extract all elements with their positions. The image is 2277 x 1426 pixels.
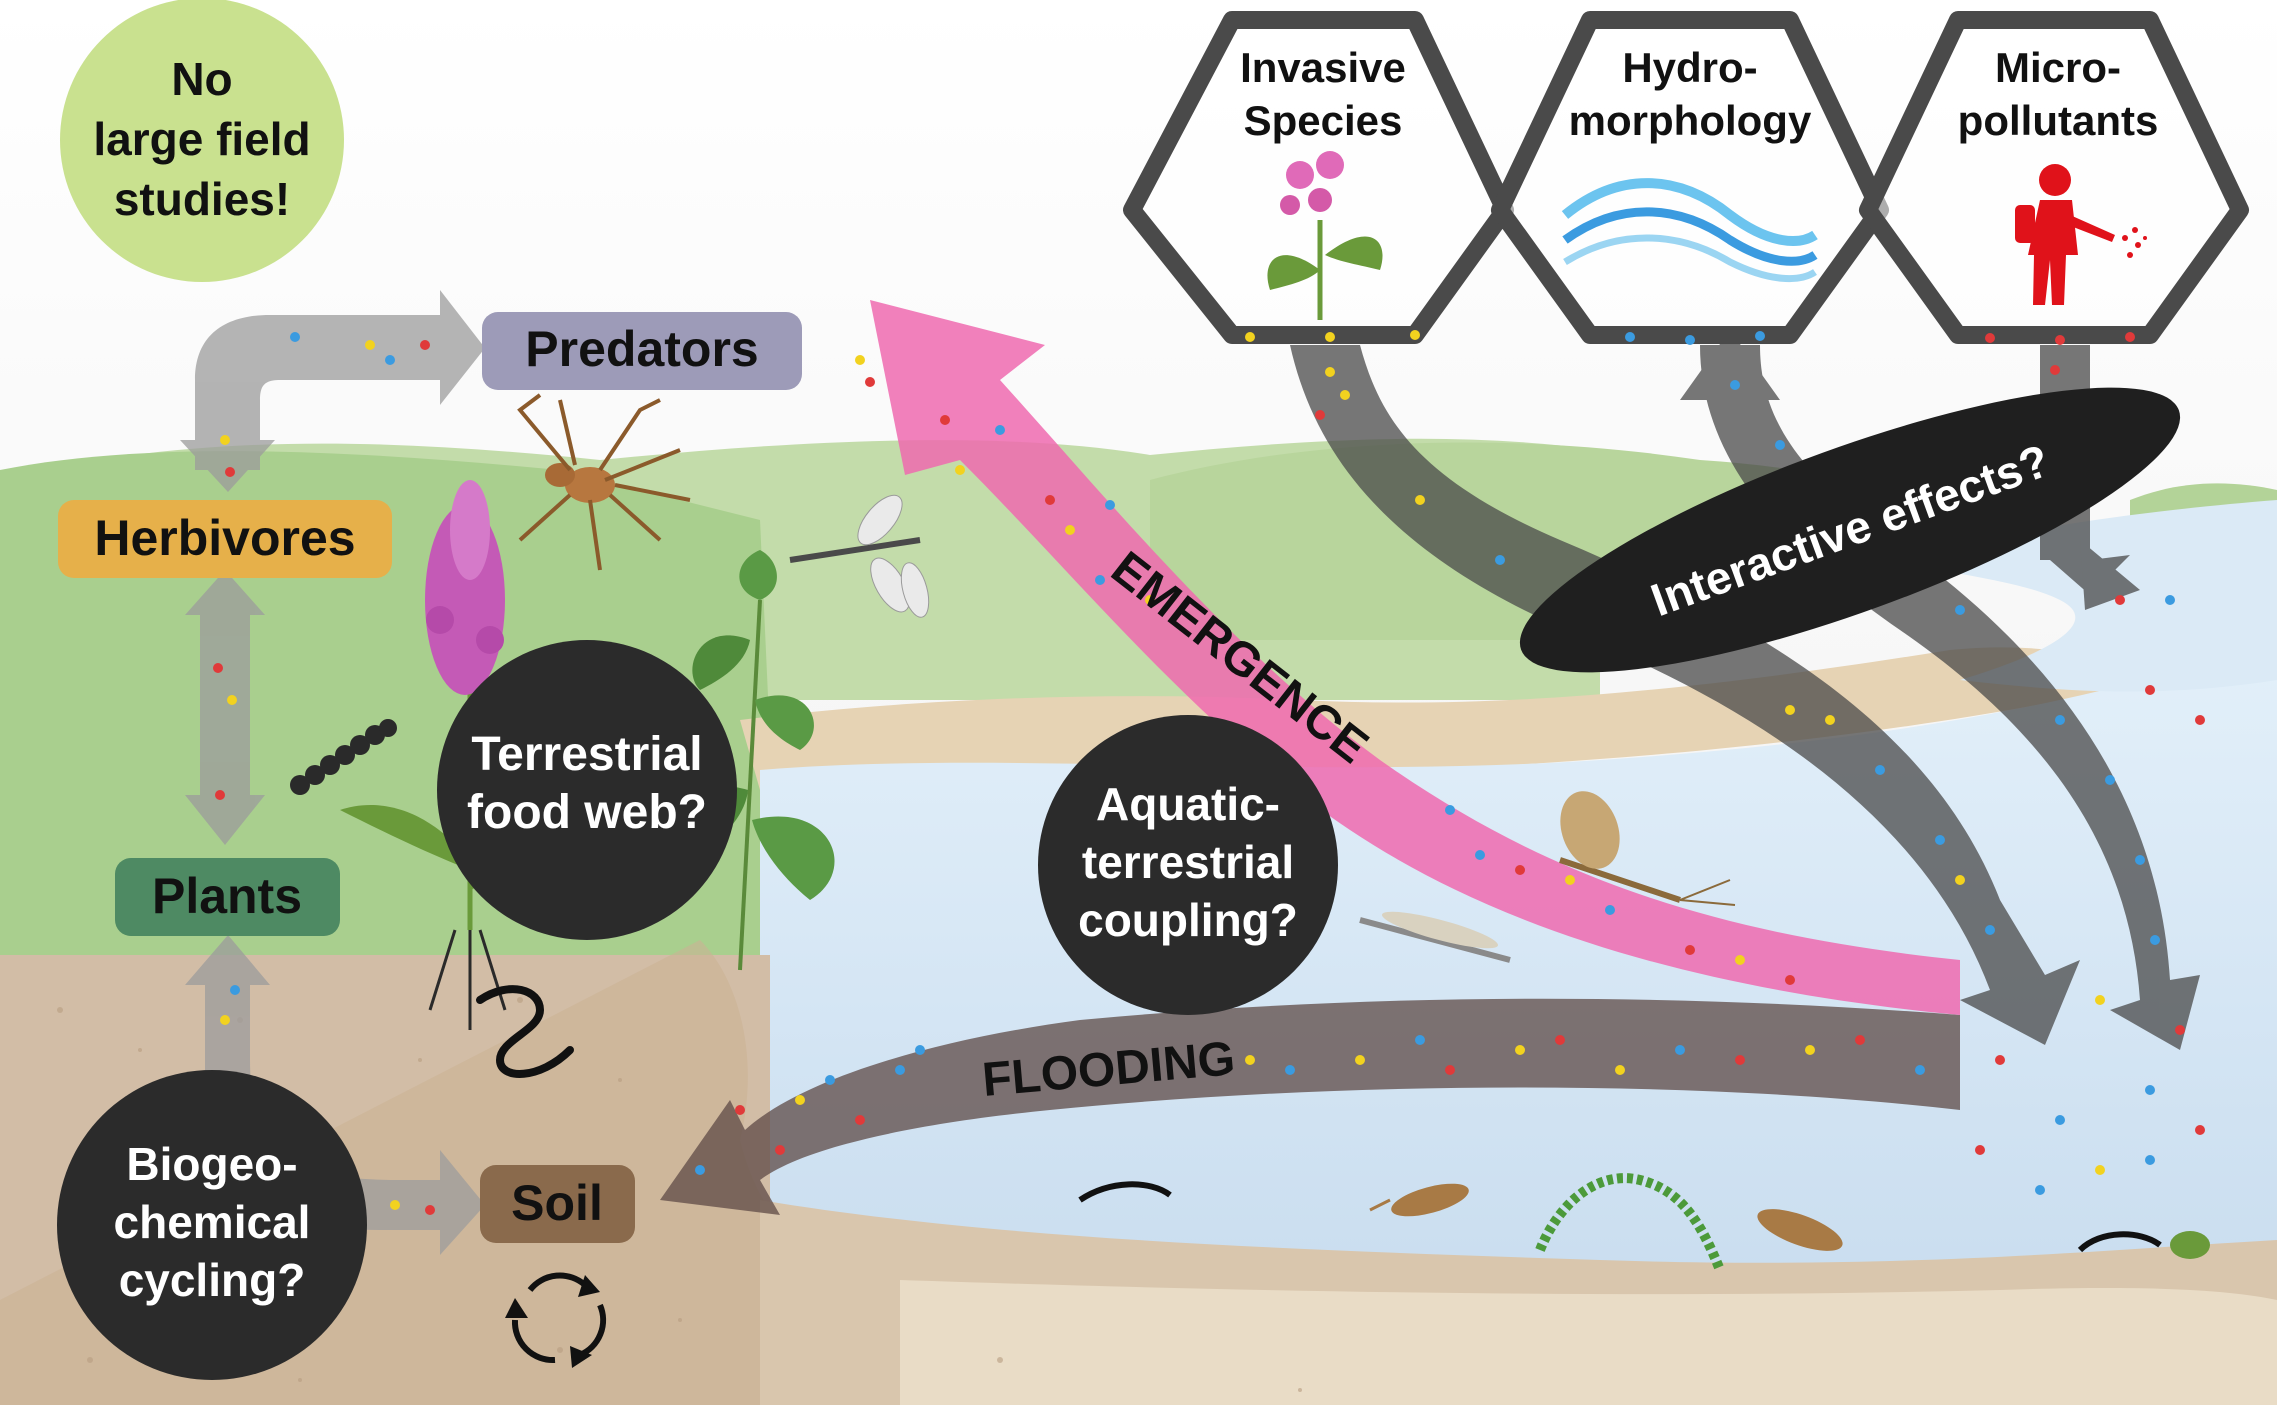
interactive-effects-ellipse — [1519, 387, 2181, 673]
plants-box — [115, 858, 340, 936]
terrestrial-line-1: Terrestrial — [471, 728, 702, 781]
plants-label: Plants — [152, 868, 302, 924]
arrow-head-to-herbivores — [180, 440, 275, 492]
predators-box — [482, 312, 802, 390]
callout-line-2: large field — [93, 113, 310, 165]
terrestrial-line-2: food web? — [467, 786, 707, 839]
aquatic-question-circle — [1038, 715, 1338, 1015]
biogeo-question-text: Biogeo- chemical cycling? — [114, 1138, 311, 1306]
emergence-dots — [855, 355, 1795, 985]
alga-icon — [1535, 1173, 1725, 1272]
bottom-strip — [0, 1405, 2277, 1426]
aquatic-line-2: terrestrial — [1082, 836, 1294, 888]
mayfly-icon — [1559, 791, 1736, 906]
cycle-icon — [511, 1272, 607, 1364]
stonefly-icon — [1359, 911, 1511, 963]
water-dots — [1975, 595, 2205, 1195]
callout-circle — [60, 0, 344, 282]
spider-icon — [517, 393, 691, 571]
arrow-head-up-plants — [185, 935, 270, 985]
sprayer-person-icon — [2015, 164, 2147, 305]
cycle-arrowheads — [505, 1275, 600, 1368]
flower-icon — [1267, 151, 1383, 320]
hexagon-dots — [1245, 330, 2135, 345]
earthworm-icon — [476, 985, 574, 1078]
stressor-invasive-line-1: Invasive — [1240, 44, 1406, 91]
arrow-head-up-herbivores — [185, 570, 265, 615]
stressor-micro-line-2: pollutants — [1958, 97, 2159, 144]
terrestrial-question-text: Terrestrial food web? — [467, 728, 707, 839]
callout-line-1: No — [171, 53, 232, 105]
riverbed-sand — [900, 1280, 2277, 1426]
arrow-micro-head — [2080, 540, 2140, 610]
biogeo-line-2: chemical — [114, 1196, 311, 1248]
biogeo-line-1: Biogeo- — [126, 1138, 297, 1190]
caterpillar-icon — [290, 719, 397, 795]
biogeo-question-circle — [57, 1070, 367, 1380]
callout-text: No large field studies! — [93, 53, 310, 225]
predators-label: Predators — [525, 321, 758, 377]
biogeo-line-3: cycling? — [119, 1254, 306, 1306]
callout-line-3: studies! — [114, 173, 290, 225]
waves-icon — [1561, 178, 1818, 283]
stressor-hydro-line-1: Hydro- — [1622, 44, 1757, 91]
aquatic-line-1: Aquatic- — [1096, 778, 1280, 830]
stressor-hydro-line-2: morphology — [1569, 97, 1812, 144]
arrow-head-down-plants — [185, 795, 265, 845]
soil-label: Soil — [511, 1175, 603, 1231]
soil-box — [480, 1165, 635, 1243]
flooding-arrow — [660, 998, 1960, 1215]
aquatic-larvae-icon — [1078, 1181, 2210, 1259]
dragonfly-icon — [789, 494, 930, 618]
arrow-herbivores-to-predators — [195, 290, 485, 470]
arrow-invasive-to-river — [1290, 345, 2080, 1045]
arrow-hydro-up — [1680, 330, 1780, 400]
emergence-arrow — [870, 300, 1960, 1015]
flooding-dots — [695, 1035, 1925, 1175]
herbivores-box — [58, 500, 392, 578]
stressor-micro-line-1: Micro- — [1995, 44, 2121, 91]
stressor-invasive-line-2: Species — [1244, 97, 1403, 144]
terrestrial-question-circle — [437, 640, 737, 940]
aquatic-question-text: Aquatic- terrestrial coupling? — [1078, 778, 1298, 946]
stressor-labels: Invasive Species Hydro- morphology Micro… — [1240, 44, 2158, 144]
herbivores-label: Herbivores — [94, 510, 355, 566]
aquatic-line-3: coupling? — [1078, 894, 1298, 946]
arrow-herbivores-plants — [200, 610, 250, 800]
